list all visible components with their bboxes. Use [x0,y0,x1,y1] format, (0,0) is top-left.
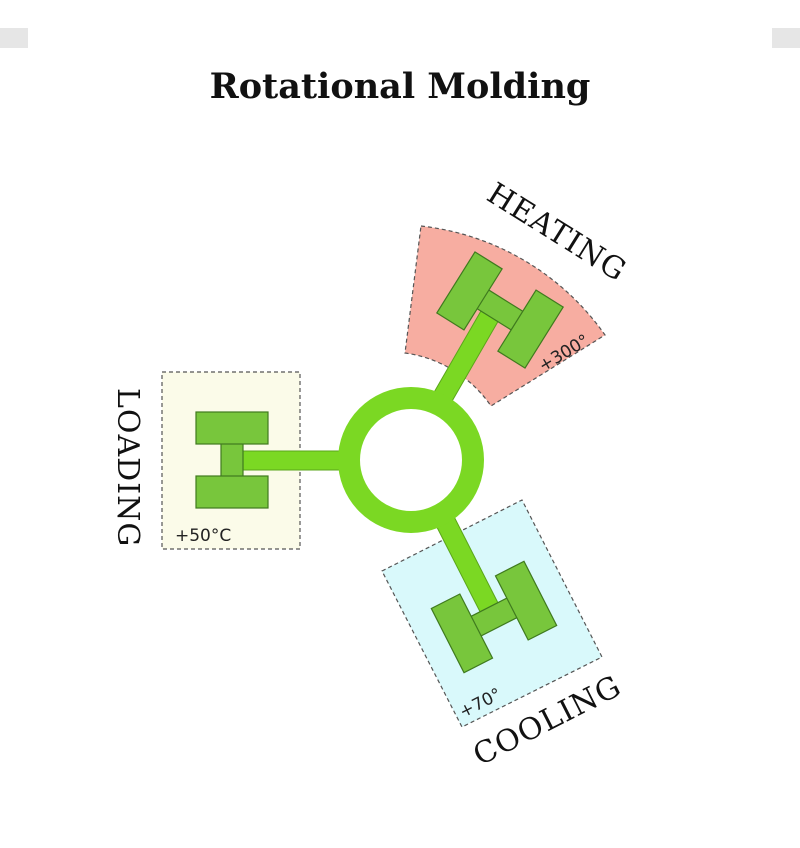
diagram-title: Rotational Molding [209,66,591,107]
loading-mold [195,411,269,509]
heating-mold [435,251,565,369]
central-hub [338,387,484,533]
loading-temperature: +50°C [175,526,231,546]
loading-label: LOADING [110,388,145,547]
loading-arm [239,450,344,471]
cooling-mold [430,560,558,674]
corner-mark-left [0,28,28,48]
corner-mark-right [772,28,800,48]
